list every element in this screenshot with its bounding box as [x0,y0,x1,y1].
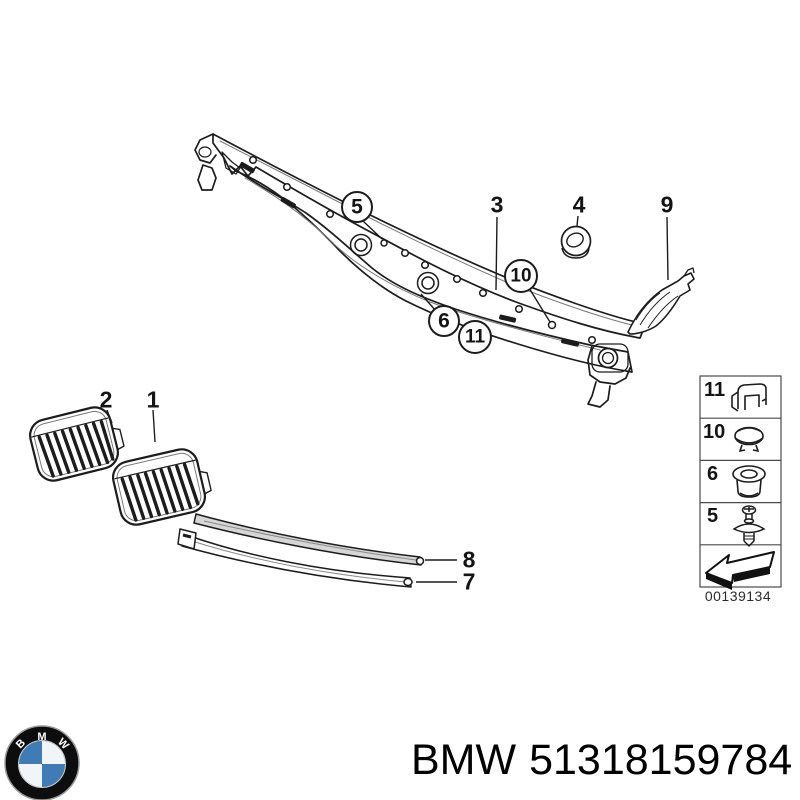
callout-4: 4 [572,191,586,218]
drawing-number: 00139134 [704,588,772,604]
bmw-logo-letter-m: M [37,731,46,743]
part-number: 51318159784 [529,736,793,784]
legend-item-10: 10 [703,421,726,443]
legend-item-5: 5 [707,505,719,527]
direction-arrow-icon [705,551,775,590]
callout-11: 11 [464,326,486,348]
callout-8: 8 [462,546,476,573]
callout-2: 2 [99,386,113,413]
corner-piece-drawing [627,267,695,335]
bmw-roundel-logo: B M W [4,725,80,800]
callout-10: 10 [510,265,532,287]
callout-1: 1 [146,386,160,413]
callout-9: 9 [660,191,674,218]
blind-plug-icon [734,426,764,453]
grille-left-drawing [29,406,125,482]
cowl-lower-band-drawing [229,165,633,408]
panel-holes [248,155,597,345]
callout-3: 3 [490,191,504,218]
trim-strip-upper-drawing [193,513,425,566]
grommet-part-drawing [560,225,592,259]
callout-circles [341,191,538,354]
legend-item-11: 11 [704,379,726,401]
callout-5: 5 [351,195,363,219]
grille-right-drawing [111,448,212,526]
grommet-icon [732,465,766,498]
panel-slots [239,161,580,347]
trim-strip-lower-drawing [177,528,413,588]
expanding-rivet-icon [732,505,766,548]
callout-leader-lines [106,215,669,583]
callout-7: 7 [462,568,476,595]
panel-mount-holes [349,233,440,295]
brand-name: BMW [411,736,517,784]
callout-6: 6 [438,309,450,333]
cover-clip-icon [731,383,767,412]
legend-item-6: 6 [707,463,719,485]
